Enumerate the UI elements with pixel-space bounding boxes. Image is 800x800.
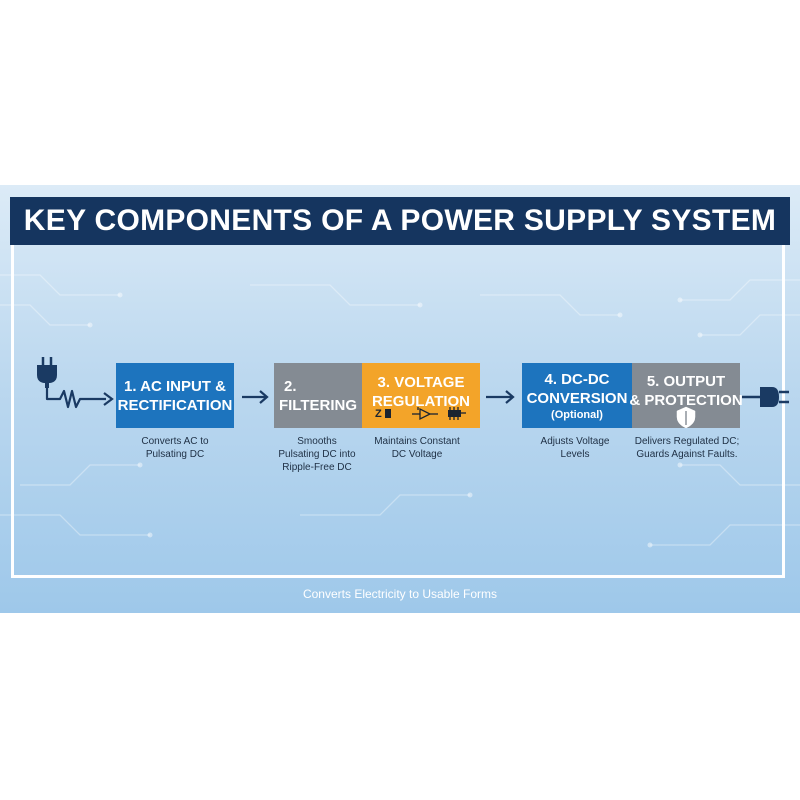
stage-2-label-line2: FILTERING — [278, 396, 358, 414]
stage-3-label-line2: REGULATION — [371, 393, 471, 410]
stage-4-description: Adjusts Voltage Levels — [525, 435, 625, 461]
stage-filtering: 2. FILTERING — [274, 363, 362, 428]
arrow-stage3-to-stage4 — [486, 390, 515, 404]
stage-5-desc-line: Guards Against Faults. — [636, 449, 738, 460]
stage-1-desc-line: Pulsating DC — [145, 449, 205, 460]
chip-icon — [448, 407, 466, 420]
stage-1-desc-line: Converts AC to — [141, 436, 209, 447]
stage-2-desc-line: Pulsating DC into — [278, 449, 356, 460]
stage-2-desc-line: Smooths — [297, 436, 337, 447]
stage-4-label-line1: 4. DC-DC — [544, 370, 610, 388]
stage-5-label-line1: 5. OUTPUT — [646, 373, 726, 390]
stage-ac-input-rectification: 1. AC INPUT & RECTIFICATION — [116, 363, 234, 428]
stage-voltage-regulation: 3. VOLTAGE REGULATION — [362, 363, 480, 428]
stage-2-label-line1: 2. — [284, 377, 297, 395]
arrow-head — [103, 392, 114, 406]
stage-2-desc-line: Ripple-Free DC — [282, 462, 352, 473]
stage-4-label-line2: CONVERSION — [526, 389, 628, 407]
stage-3-description: Maintains Constant DC Voltage — [362, 435, 472, 461]
diagram-panel: KEY COMPONENTS OF A POWER SUPPLY SYSTEM … — [0, 185, 800, 613]
output-plug-icon — [742, 387, 789, 407]
stage-5-desc-line: Delivers Regulated DC; — [634, 436, 740, 447]
regulator-icon — [412, 407, 438, 421]
stage-4-desc-line: Levels — [560, 449, 590, 460]
stage-1-label-line1: 1. AC INPUT & — [124, 377, 226, 395]
footer-caption: Converts Electricity to Usable Forms — [302, 587, 498, 601]
connectors-layer: Z — [37, 357, 789, 429]
stage-1-description: Converts AC to Pulsating DC — [110, 435, 240, 461]
regulation-icons: Z — [375, 407, 466, 421]
stage-4-desc-line: Adjusts Voltage — [540, 436, 610, 447]
stage-2-description: Smooths Pulsating DC into Ripple-Free DC — [262, 435, 372, 474]
circuit-trace-background — [0, 274, 800, 548]
ac-plug-icon — [37, 357, 57, 388]
stage-dc-dc-conversion: 4. DC-DC CONVERSION (Optional) — [522, 363, 632, 428]
stage-3-desc-line: DC Voltage — [391, 449, 443, 460]
diagram-frame — [11, 245, 785, 578]
stage-5-description: Delivers Regulated DC; Guards Against Fa… — [622, 435, 752, 461]
page-title: KEY COMPONENTS OF A POWER SUPPLY SYSTEM — [10, 197, 790, 245]
stage-5-label-line2: & PROTECTION — [629, 392, 743, 409]
stage-1-label-line2: RECTIFICATION — [117, 396, 233, 414]
ac-input-wave-arrow — [45, 388, 106, 409]
zener-diode-icon: Z — [375, 408, 382, 420]
stage-4-optional-note: (Optional) — [551, 408, 603, 421]
arrow-stage1-to-stage2 — [242, 390, 269, 404]
stage-3-desc-line: Maintains Constant — [374, 436, 460, 447]
stage-3-label-line1: 3. VOLTAGE — [377, 374, 465, 391]
